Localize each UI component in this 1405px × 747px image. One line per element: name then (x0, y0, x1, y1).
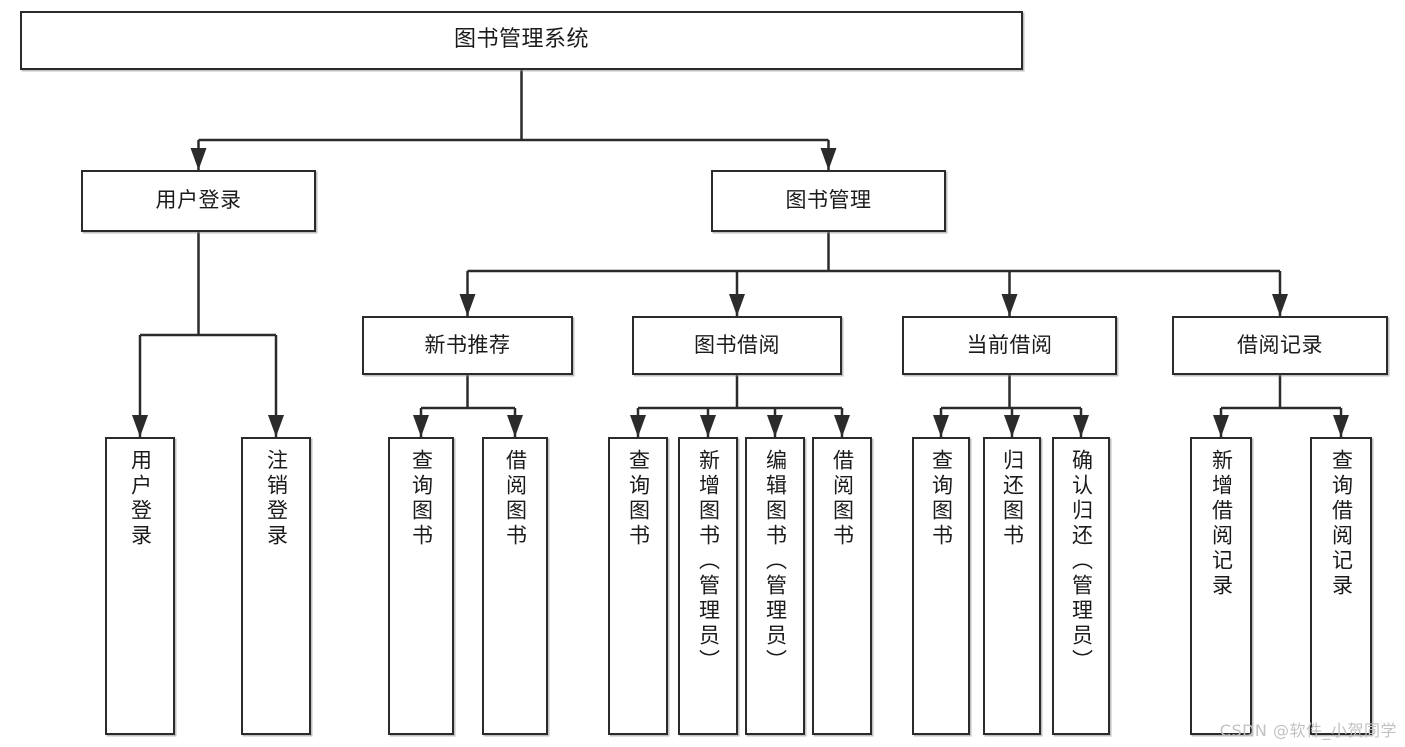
arrow-head-icon (1272, 294, 1288, 316)
node-borrow-record[interactable]: 借阅记录 (1172, 316, 1388, 375)
node-label: 注销登录 (264, 449, 289, 549)
arrow-head-icon (1004, 415, 1020, 437)
node-book-borrow[interactable]: 图书借阅 (632, 316, 842, 375)
node-label: 用户登录 (128, 449, 153, 549)
node-label: 图书借阅 (694, 332, 780, 357)
node-label: 新增图书（管理员） (696, 449, 721, 674)
arrow-head-icon (820, 148, 837, 170)
arrow-head-icon (1333, 415, 1349, 437)
node-leaf-query-record[interactable]: 查询借阅记录 (1310, 437, 1372, 735)
node-root[interactable]: 图书管理系统 (20, 11, 1023, 70)
node-label: 借阅图书 (830, 449, 855, 549)
arrow-head-icon (933, 415, 949, 437)
node-current-borrow[interactable]: 当前借阅 (902, 316, 1117, 375)
node-book-manage[interactable]: 图书管理 (711, 170, 946, 232)
arrow-head-icon (1001, 294, 1018, 316)
node-new-book-rec[interactable]: 新书推荐 (362, 316, 573, 375)
node-label: 图书管理系统 (453, 27, 589, 53)
node-label: 新增借阅记录 (1209, 449, 1234, 599)
arrow-head-icon (834, 415, 850, 437)
watermark-text: CSDN @软件_小贺同学 (1219, 721, 1397, 740)
arrow-head-icon (700, 415, 716, 437)
node-label: 查询图书 (929, 449, 954, 549)
node-leaf-user-login[interactable]: 用户登录 (105, 437, 175, 735)
node-label: 编辑图书（管理员） (763, 449, 788, 674)
arrow-head-icon (413, 415, 429, 437)
arrow-head-icon (630, 415, 646, 437)
node-leaf-query-book-3[interactable]: 查询图书 (912, 437, 970, 735)
arrow-head-icon (767, 415, 783, 437)
node-leaf-query-book-2[interactable]: 查询图书 (608, 437, 668, 735)
node-leaf-edit-book[interactable]: 编辑图书（管理员） (745, 437, 805, 735)
arrow-head-icon (1073, 415, 1089, 437)
node-user-login[interactable]: 用户登录 (81, 170, 316, 232)
arrow-head-icon (190, 148, 207, 170)
node-leaf-confirm-return[interactable]: 确认归还（管理员） (1052, 437, 1110, 735)
node-label: 查询借阅记录 (1329, 449, 1354, 599)
node-leaf-return-book[interactable]: 归还图书 (983, 437, 1041, 735)
arrow-head-icon (459, 294, 476, 316)
node-label: 图书管理 (785, 188, 872, 213)
node-label: 归还图书 (1000, 449, 1025, 549)
arrow-head-icon (268, 415, 284, 437)
node-label: 确认归还（管理员） (1069, 449, 1094, 674)
node-label: 新书推荐 (424, 332, 511, 357)
node-label: 查询图书 (626, 449, 651, 549)
node-leaf-borrow-book-1[interactable]: 借阅图书 (482, 437, 548, 735)
node-leaf-add-book[interactable]: 新增图书（管理员） (678, 437, 738, 735)
node-leaf-query-book-1[interactable]: 查询图书 (388, 437, 454, 735)
arrow-head-icon (1213, 415, 1229, 437)
arrow-head-icon (729, 294, 745, 316)
arrow-head-icon (132, 415, 148, 437)
node-label: 查询图书 (409, 449, 434, 549)
node-label: 当前借阅 (966, 332, 1053, 357)
node-label: 用户登录 (155, 188, 242, 213)
node-leaf-borrow-book-2[interactable]: 借阅图书 (812, 437, 872, 735)
node-label: 借阅图书 (503, 449, 528, 549)
node-leaf-add-record[interactable]: 新增借阅记录 (1190, 437, 1252, 735)
node-label: 借阅记录 (1237, 332, 1323, 357)
arrow-head-icon (507, 415, 523, 437)
node-leaf-logout[interactable]: 注销登录 (241, 437, 311, 735)
